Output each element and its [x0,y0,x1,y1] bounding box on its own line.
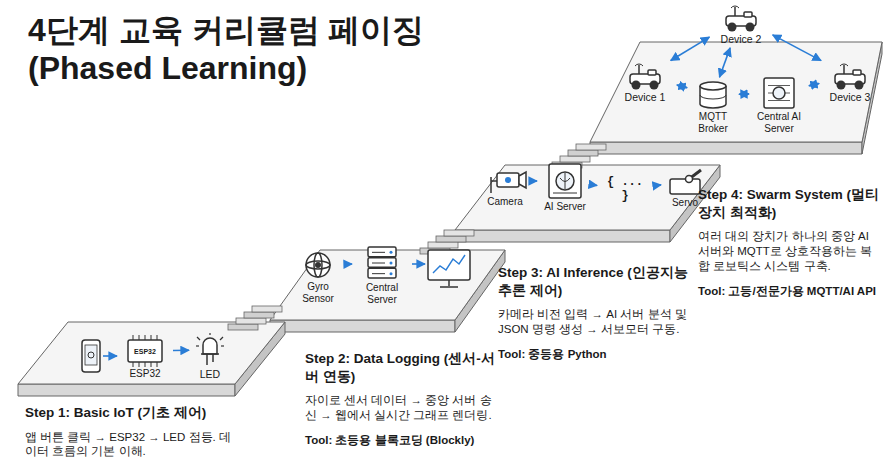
led-icon: LED [192,333,228,380]
flow-arrow [739,93,749,95]
led-symbol [192,333,228,367]
device-symbol [822,62,878,90]
device-symbol [712,4,770,32]
gyro-symbol [295,250,341,280]
step-heading: Step 2: Data Logging (센서-서버 연동) [305,350,495,385]
stair-step [444,230,474,236]
robot-device: Device 1 [616,62,674,103]
stair-step [560,156,590,162]
step-description: 여러 대의 장치가 하나의 중앙 AI 서버와 MQTT로 상호작용하는 복합 … [698,229,882,274]
node-label: Device 3 [822,91,878,103]
robot-device: Device 3 [822,62,878,103]
cloudserver-symbol [752,76,806,110]
tool-note: Tool: 중등용 Python [498,347,690,362]
flow-arrow [412,263,425,265]
server-icon: Central Server [355,245,409,305]
broker-symbol [690,80,736,110]
flow-arrow [677,85,687,88]
device-symbol [616,62,674,90]
robot-device: Device 2 [712,4,770,45]
node-label: Camera [482,196,528,208]
node-label: Central AI Server [752,111,806,134]
flow-arrow [719,48,730,77]
stair-step [236,318,266,324]
node-label: Device 2 [712,33,770,45]
node-label: Gyro Sensor [295,281,341,304]
step-description: 자이로 센서 데이터 → 중앙 서버 송신 → 웹에서 실시간 그래프 렌더링. [305,393,495,423]
mqtt-broker: MQTT Broker [690,80,736,134]
stair-step [436,236,466,242]
node-label: Central Server [355,282,409,305]
node-label: ESP32 [120,368,170,380]
stair-step [428,242,458,248]
flow-arrow [173,350,189,352]
central-ai-server: Central AI Server [752,76,806,134]
flow-arrow [103,355,117,357]
stair-step [228,324,258,330]
step-description: 앱 버튼 클릭 → ESP32 → LED 점등. 데이터 흐름의 기본 이해. [25,430,240,460]
aiserver-symbol [540,162,590,200]
diagram-title: 4단계 교육 커리큘럼 페이징 (Phased Learning) [28,12,448,88]
json-command: { ... } [600,175,650,204]
flow-arrow [531,180,537,182]
stair-step [576,144,606,150]
camera-icon: Camera [482,167,528,208]
server-symbol [355,245,409,281]
flow-arrow [671,37,710,60]
gyro-sensor: Gyro Sensor [295,250,341,304]
flow-arrow [809,83,819,85]
platform-slabs [18,42,882,396]
stair-step [244,312,274,318]
node-label: LED [192,368,228,380]
step-heading: Step 3: AI Inference (인공지능 추론 제어) [498,264,690,299]
step-description: 카메라 비전 입력 → AI 서버 분석 및 JSON 명령 생성 → 서보모터… [498,307,690,337]
tool-note: Tool: 초등용 블록코딩 (Blockly) [305,433,495,448]
smartphone-icon [82,340,100,372]
step-heading: Step 1: Basic IoT (기초 제어) [25,404,240,422]
monitor-graph-icon [428,250,470,287]
tool-note: Tool: 고등/전문가용 MQTT/AI API [698,284,882,299]
camera-symbol [482,167,528,195]
flow-arrow [593,184,597,186]
step-heading: Step 4: Swarm System (멀티 장치 최적화) [698,186,882,221]
esp32-chip: ESP32ESP32 [120,335,170,380]
stair-step [568,150,598,156]
chip-marking: ESP32 [120,335,170,367]
flow-arrow [653,184,661,187]
flow-arrow [773,35,821,61]
stair-step [252,306,282,312]
ai-server: AI Server [540,162,590,213]
node-label: MQTT Broker [690,111,736,134]
flow-arrow [344,263,352,265]
stair-steps [228,144,606,330]
node-label: Device 1 [616,91,674,103]
node-label: AI Server [540,201,590,213]
node-label: { ... } [600,176,650,204]
